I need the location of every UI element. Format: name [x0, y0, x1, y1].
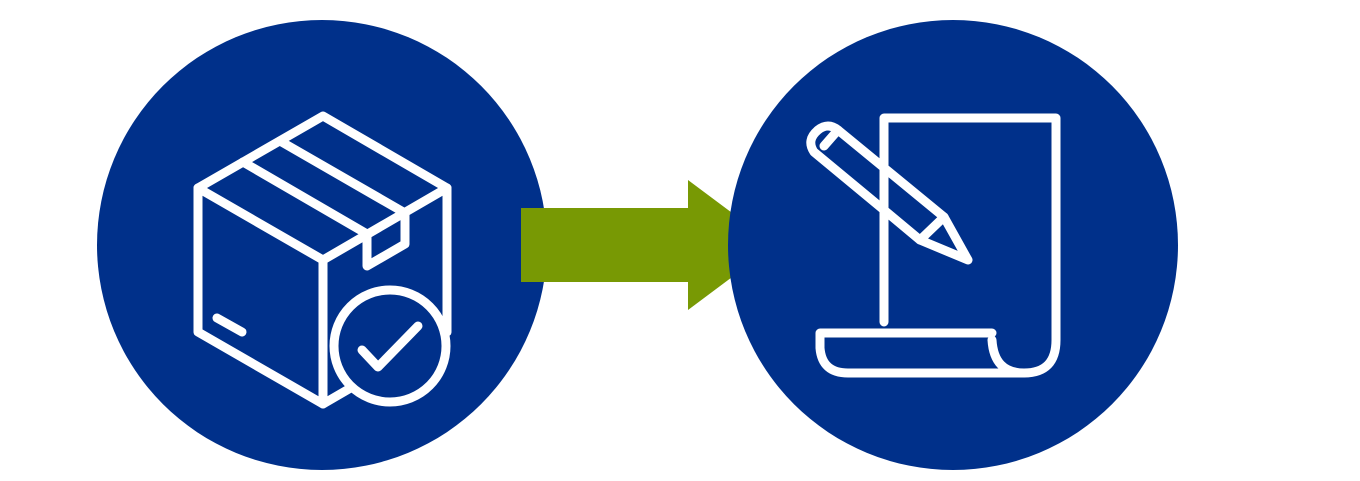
document-step [728, 20, 1178, 470]
package-check-icon [193, 111, 452, 409]
right-circle [728, 20, 1178, 470]
document-pen-icon [806, 113, 1061, 378]
arrow-right-icon [521, 180, 775, 310]
package-step [97, 20, 547, 470]
